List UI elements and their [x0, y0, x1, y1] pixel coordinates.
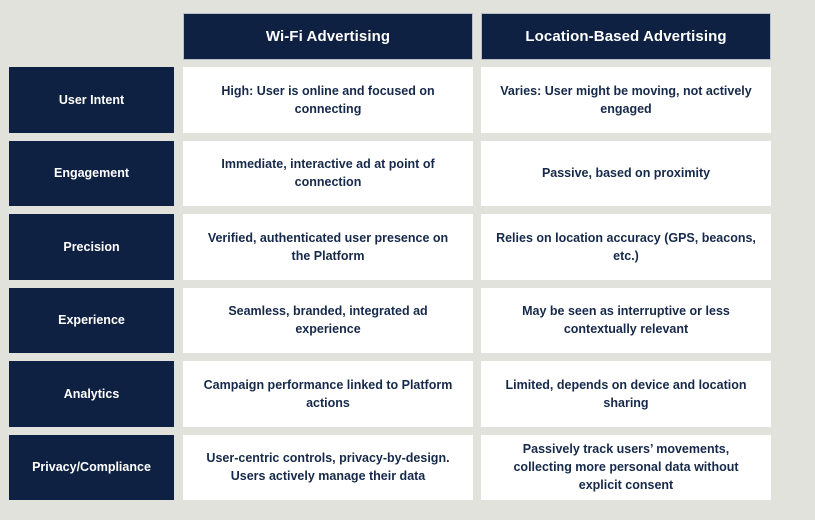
cell-analytics-wifi: Campaign performance linked to Platform … — [183, 361, 473, 427]
row-label-privacy-compliance: Privacy/Compliance — [9, 434, 174, 500]
table-row: Privacy/Compliance User-centric controls… — [9, 434, 802, 500]
cell-experience-location: May be seen as interruptive or less cont… — [481, 287, 771, 354]
cell-experience-wifi: Seamless, branded, integrated ad experie… — [183, 287, 473, 354]
table-row: Precision Verified, authenticated user p… — [9, 214, 802, 280]
cell-user-intent-location: Varies: User might be moving, not active… — [481, 67, 771, 133]
column-header-wifi-advertising: Wi-Fi Advertising — [183, 13, 473, 61]
cell-privacy-compliance-wifi: User-centric controls, privacy-by-design… — [183, 434, 473, 500]
row-label-precision: Precision — [9, 214, 174, 280]
cell-analytics-location: Limited, depends on device and location … — [481, 361, 771, 427]
cell-user-intent-wifi: High: User is online and focused on conn… — [183, 67, 473, 133]
cell-engagement-wifi: Immediate, interactive ad at point of co… — [183, 140, 473, 207]
row-label-user-intent: User Intent — [9, 67, 174, 133]
row-label-experience: Experience — [9, 287, 174, 354]
table-row: User Intent High: User is online and foc… — [9, 67, 802, 133]
table-corner-cell — [9, 13, 174, 60]
table-row: Engagement Immediate, interactive ad at … — [9, 140, 802, 207]
table-header-row: Wi-Fi Advertising Location-Based Adverti… — [9, 13, 802, 61]
table-row: Experience Seamless, branded, integrated… — [9, 287, 802, 354]
column-header-location-based-advertising: Location-Based Advertising — [481, 13, 771, 61]
cell-precision-wifi: Verified, authenticated user presence on… — [183, 214, 473, 280]
row-label-engagement: Engagement — [9, 140, 174, 207]
cell-precision-location: Relies on location accuracy (GPS, beacon… — [481, 214, 771, 280]
table-row: Analytics Campaign performance linked to… — [9, 361, 802, 427]
row-label-analytics: Analytics — [9, 361, 174, 427]
cell-engagement-location: Passive, based on proximity — [481, 140, 771, 207]
cell-privacy-compliance-location: Passively track users’ movements, collec… — [481, 434, 771, 500]
